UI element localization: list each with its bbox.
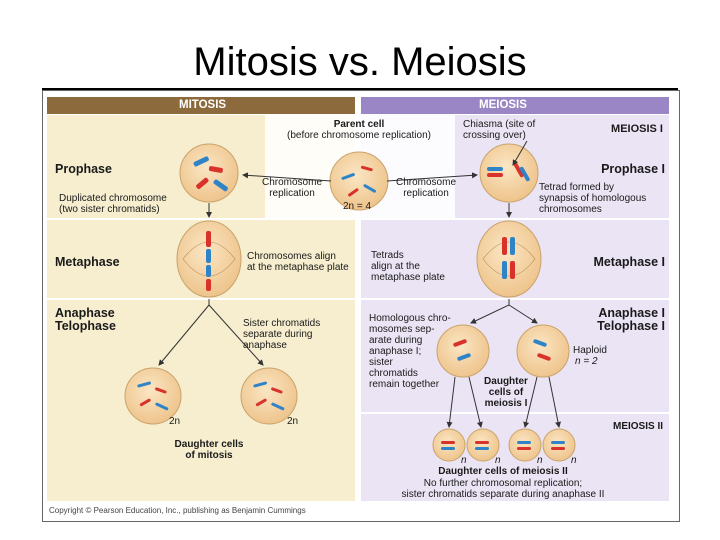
mitosis-daughter-cell-left <box>124 367 182 425</box>
annot-homolog-7: remain together <box>369 379 440 390</box>
ploidy-n-2: n <box>495 455 501 466</box>
mitosis-header: MITOSIS <box>47 97 355 114</box>
annot-no-further-1: No further chromosomal replication; <box>423 478 583 489</box>
title-underline <box>42 88 678 90</box>
annot-chrom-rep-left-1: Chromosome <box>261 177 323 188</box>
annot-tetrads-2: align at the <box>371 261 420 272</box>
stage-metaphase-1: Metaphase I <box>593 255 665 269</box>
annot-sister-3: anaphase <box>243 340 287 351</box>
annot-duplicated-chromosome-1: Duplicated chromosome <box>59 193 167 204</box>
stage-telophase: Telophase <box>55 319 116 333</box>
mitosis-meiosis-figure: MITOSIS MEIOSIS Parent cell (before chro… <box>42 90 680 522</box>
stage-anaphase: Anaphase <box>55 306 115 320</box>
annot-chrom-rep-left-2: replication <box>269 188 315 199</box>
annot-tetrad-1: Tetrad formed by <box>539 182 615 193</box>
ploidy-n-1: n <box>461 455 467 466</box>
mitosis-header-label: MITOSIS <box>179 99 227 111</box>
annot-homolog-3: arate during <box>369 335 423 346</box>
annot-daughter-mitosis-1: Daughter cells <box>174 439 244 450</box>
stage-telophase-1: Telophase I <box>597 319 665 333</box>
annot-no-further-2: sister chromatids separate during anapha… <box>401 489 605 500</box>
meiosis-metaphase-cell <box>476 220 542 298</box>
stage-anaphase-1: Anaphase I <box>598 306 665 320</box>
meiosis1-daughter-cell-left <box>436 324 490 378</box>
annot-homolog-1: Homologous chro- <box>369 313 451 324</box>
stage-prophase-1: Prophase I <box>601 162 665 176</box>
annot-homolog-6: chromatids <box>369 368 418 379</box>
chiasma-label-1: Chiasma (site of <box>463 119 536 130</box>
parent-cell-ploidy: 2n = 4 <box>343 201 372 212</box>
meiosis-header: MEIOSIS <box>361 97 669 114</box>
ploidy-n-3: n <box>537 455 543 466</box>
meiosis-prophase-cell <box>479 143 539 203</box>
annot-sister-1: Sister chromatids <box>243 318 321 329</box>
annot-chrom-rep-right-1: Chromosome <box>395 177 457 188</box>
annot-daughter-mitosis-2: of mitosis <box>185 450 233 461</box>
parent-cell-subtitle: (before chromosome replication) <box>287 130 431 141</box>
annot-align-2: at the metaphase plate <box>247 262 349 273</box>
chiasma-label-2: crossing over) <box>463 130 526 141</box>
mitosis-prophase-cell <box>179 143 239 203</box>
annot-tetrads-3: metaphase plate <box>371 272 445 283</box>
arrows <box>158 140 561 428</box>
ploidy-mitosis-left: 2n <box>169 416 181 427</box>
mitosis-daughter-cell-right <box>240 367 298 425</box>
annot-homolog-4: anaphase I; <box>369 346 422 357</box>
annot-daughter-meiosis2: Daughter cells of meiosis II <box>438 466 568 477</box>
meiosis1-section-label: MEIOSIS I <box>611 123 663 135</box>
annot-daughter-meiosis1-3: meiosis I <box>484 398 528 409</box>
meiosis2-section-label: MEIOSIS II <box>612 421 663 432</box>
annot-sister-2: separate during <box>243 329 313 340</box>
annot-daughter-meiosis1-1: Daughter <box>484 376 528 387</box>
slide-title: Mitosis vs. Meiosis <box>193 40 527 84</box>
annot-haploid-2: n = 2 <box>575 356 598 367</box>
annot-haploid-1: Haploid <box>573 345 607 356</box>
annot-tetrads-1: Tetrads <box>371 250 404 261</box>
annot-duplicated-chromosome-2: (two sister chromatids) <box>59 204 160 215</box>
annot-homolog-2: mosomes sep- <box>369 324 435 335</box>
ploidy-n-4: n <box>571 455 577 466</box>
annot-chrom-rep-right-2: replication <box>403 188 449 199</box>
annot-daughter-meiosis1-2: cells of <box>488 387 524 398</box>
annot-align-1: Chromosomes align <box>247 251 336 262</box>
meiosis2-daughter-cells <box>432 428 576 462</box>
meiosis1-daughter-cell-right <box>516 324 570 378</box>
ploidy-mitosis-right: 2n <box>287 416 299 427</box>
mitosis-metaphase-cell <box>176 220 242 298</box>
parent-cell-title: Parent cell <box>333 119 385 130</box>
diagram-graphics <box>47 115 669 501</box>
stage-metaphase: Metaphase <box>55 255 120 269</box>
annot-tetrad-3: chromosomes <box>539 204 602 215</box>
copyright-notice: Copyright © Pearson Education, Inc., pub… <box>49 506 306 515</box>
annot-tetrad-2: synapsis of homologous <box>539 193 647 204</box>
annot-homolog-5: sister <box>369 357 393 368</box>
meiosis-header-label: MEIOSIS <box>479 99 527 111</box>
stage-prophase: Prophase <box>55 162 112 176</box>
